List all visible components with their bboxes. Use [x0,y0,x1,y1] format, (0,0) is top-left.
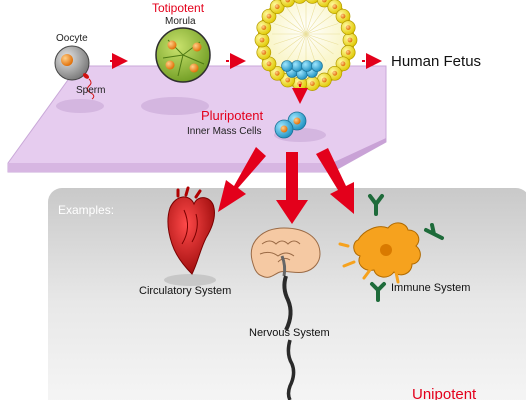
oocyte-label: Oocyte [56,33,88,44]
blastocyst-cell-nucleus [285,0,291,3]
big-arrows [218,147,354,224]
blastocyst-cell-nucleus [347,37,353,43]
blastocyst-outer-cell [280,0,296,8]
blastocyst-cell-nucleus [285,77,291,83]
pluripotent-label: Pluripotent [201,108,264,123]
blastocyst-cell-nucleus [266,13,272,19]
blastocyst-cell-nucleus [345,50,351,55]
arrow-to-nervous [276,152,308,224]
blastocyst-cell-nucleus [261,50,267,55]
blastocyst-cell-nucleus [266,61,272,67]
morula-icon [155,27,211,83]
spinal-cord-icon [282,275,296,401]
inner-mass-cells-label: Inner Mass Cells [187,126,261,137]
blastocyst-cell-nucleus [274,70,280,76]
examples-label: Examples: [58,203,114,217]
blastocyst-cell-nucleus [259,37,265,43]
arrow-to-immune [316,148,354,214]
blastocyst-inner-cell [301,60,313,72]
blastocyst-cell-nucleus [321,77,327,83]
blastocyst-cell-nucleus [332,4,338,10]
blastocyst-outer-cell [293,0,307,4]
blastocyst-icon [254,0,358,91]
blastocyst-inner-cell [281,60,293,72]
blastocyst-inner-cell [311,60,323,72]
oocyte-icon [54,45,90,81]
blastocyst-inner-cell [291,60,303,72]
blastocyst-cell-nucleus [274,4,280,10]
immune-system-label: Immune System [391,282,470,294]
human-fetus-label: Human Fetus [391,53,481,70]
unipotent-label: Unipotent [412,386,477,400]
antibody-icon [368,194,444,302]
sperm-icon [82,73,95,100]
blastocyst-outer-cell [305,0,319,4]
blastocyst-cell-nucleus [321,0,327,3]
blastocyst-cell-nucleus [340,61,346,67]
totipotent-label: Totipotent [152,1,205,15]
blastocyst-cell-nucleus [345,25,351,30]
sperm-label: Sperm [76,85,105,96]
circulatory-system-label: Circulatory System [139,285,231,297]
heart-icon [164,186,216,286]
blastocyst-cell-nucleus [332,70,338,76]
blastocyst-cell-nucleus [340,13,346,19]
arrow-to-heart [218,147,266,212]
immune-cell-icon [338,222,421,284]
blastocyst-cell-nucleus [309,81,315,86]
brain-icon [250,227,321,278]
inner-mass-cells-icon [274,111,307,139]
morula-label: Morula [165,16,196,27]
nervous-system-label: Nervous System [249,327,330,339]
blastocyst-cell-nucleus [261,25,267,30]
